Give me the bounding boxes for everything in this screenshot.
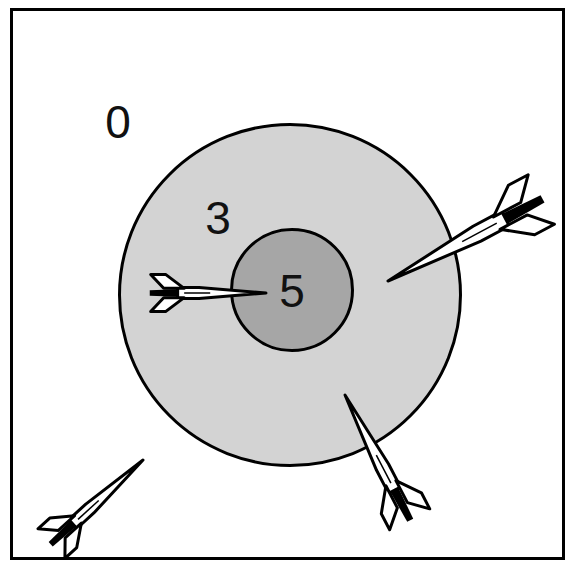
dart — [325, 385, 430, 531]
dart — [150, 274, 266, 311]
score-label: 5 — [279, 268, 305, 314]
circle-shape — [232, 230, 353, 351]
bullseye: 5 — [230, 228, 354, 352]
circle-shape — [120, 125, 461, 466]
score-label: 3 — [205, 195, 231, 241]
score-label: 0 — [105, 99, 131, 145]
board-background: 035 — [10, 8, 565, 560]
outer-ring: 35 — [118, 123, 462, 467]
dart — [375, 174, 556, 306]
dart — [37, 445, 156, 559]
